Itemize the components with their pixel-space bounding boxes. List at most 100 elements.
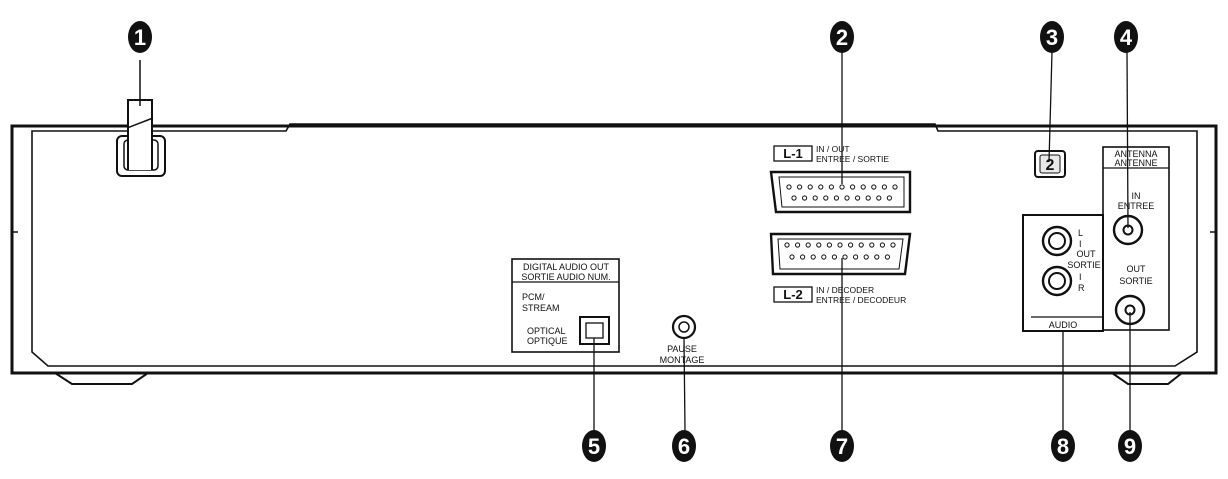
scart-pin <box>828 184 835 190</box>
scart-pin <box>831 254 838 260</box>
scart-pin <box>869 242 875 248</box>
svg-text:8: 8 <box>1057 434 1069 459</box>
callout-markers: 1 2 3 4 5 6 7 8 9 <box>128 21 1142 462</box>
scart-pin <box>786 184 792 190</box>
scart-pin <box>879 242 886 248</box>
scart-pin <box>802 195 808 201</box>
scart-pin <box>848 242 854 248</box>
scart-l1-badge: L-1 <box>773 145 813 162</box>
callout-8: 8 <box>1051 430 1075 462</box>
chassis <box>10 123 1218 385</box>
scart-pin <box>795 242 801 248</box>
callout-3: 3 <box>1040 21 1064 53</box>
antenna-out2: SORTIE <box>1119 276 1152 286</box>
svg-text:2: 2 <box>836 25 848 50</box>
svg-text:5: 5 <box>588 434 600 459</box>
scart-pin <box>818 184 824 190</box>
scart-pin <box>874 254 880 260</box>
scart-pin <box>797 184 803 190</box>
scart-pin <box>805 242 811 248</box>
scart-pin <box>839 184 845 190</box>
digital-title1: DIGITAL AUDIO OUT <box>523 262 610 272</box>
scart-pin <box>858 242 864 248</box>
scart-l1-id: L-1 <box>783 146 803 161</box>
scart-l2-line2: ENTREE / DECODEUR <box>816 295 906 305</box>
scart-pin <box>807 184 813 190</box>
scart-pin <box>850 184 856 190</box>
digital-pcm2: STREAM <box>522 303 560 313</box>
scart-l2-badge: L-2 <box>773 286 813 303</box>
scart-pin <box>800 254 806 260</box>
digital-title2: SORTIE AUDIO NUM. <box>521 272 610 282</box>
callout-2: 2 <box>830 21 854 53</box>
rf-channel-switch: 2 <box>1034 150 1066 178</box>
scart-l1-connector <box>769 170 912 214</box>
antenna-title1: ANTENNA <box>1114 149 1157 159</box>
pause-line1: PAUSE <box>667 344 697 354</box>
scart-pin <box>860 184 866 190</box>
power-cord <box>116 60 166 177</box>
pause-montage-jack: PAUSE MONTAGE <box>660 314 705 365</box>
scart-pin <box>816 242 822 248</box>
scart-pin <box>812 195 818 201</box>
audio-out-block: AUDIO L I OUT SORTIE I R <box>1022 214 1104 332</box>
scart-l1-line2: ENTREE / SORTIE <box>816 154 889 164</box>
digital-opt2: OPTIQUE <box>527 336 568 346</box>
callout-1: 1 <box>128 21 152 53</box>
digital-audio-block: DIGITAL AUDIO OUT SORTIE AUDIO NUM. PCM/… <box>511 258 620 353</box>
audio-r1: I <box>1079 272 1082 282</box>
scart-pin <box>863 254 869 260</box>
svg-text:3: 3 <box>1046 25 1058 50</box>
scart-pin <box>833 195 840 201</box>
callout-9: 9 <box>1118 430 1142 462</box>
scart-pin <box>890 242 896 248</box>
scart-pin <box>837 242 843 248</box>
audio-out2: SORTIE <box>1067 260 1100 270</box>
scart-l1-line1: IN / OUT <box>816 144 850 154</box>
scart-l2-id: L-2 <box>783 287 803 302</box>
scart-pin <box>823 195 829 201</box>
scart-pin <box>892 184 898 190</box>
antenna-title2: ANTENNE <box>1114 158 1157 168</box>
svg-text:9: 9 <box>1124 434 1136 459</box>
scart-pin <box>810 254 816 260</box>
pause-line2: MONTAGE <box>660 355 705 365</box>
scart-pin <box>884 254 891 260</box>
scart-pin <box>886 195 893 201</box>
svg-text:6: 6 <box>678 434 690 459</box>
scart-pin <box>821 254 827 260</box>
callout-4: 4 <box>1114 21 1138 53</box>
scart-pin <box>881 184 888 190</box>
scart-l2-line1: IN / DECODER <box>816 285 874 295</box>
scart-pin <box>784 242 790 248</box>
antenna-in2: ENTREE <box>1118 201 1155 211</box>
digital-pcm1: PCM/ <box>522 292 545 302</box>
audio-out1: OUT <box>1077 249 1097 259</box>
scart-pin <box>876 195 882 201</box>
svg-text:7: 7 <box>836 434 848 459</box>
scart-pin <box>865 195 871 201</box>
leader-lines <box>593 51 1131 431</box>
audio-r2: R <box>1078 283 1085 293</box>
antenna-out1: OUT <box>1127 264 1147 274</box>
callout-5: 5 <box>582 430 606 462</box>
svg-text:4: 4 <box>1120 25 1133 50</box>
audio-label: AUDIO <box>1049 320 1078 330</box>
scart-pin <box>853 254 859 260</box>
scart-l2-connector <box>769 232 912 276</box>
scart-pin <box>844 195 850 201</box>
scart-pin <box>789 254 795 260</box>
callout-7: 7 <box>830 430 854 462</box>
audio-l: L <box>1078 228 1083 238</box>
scart-pin <box>855 195 861 201</box>
callout-6: 6 <box>672 430 696 462</box>
scart-pin <box>842 254 848 260</box>
scart-pin <box>871 184 877 190</box>
audio-l2: I <box>1079 239 1082 249</box>
svg-text:1: 1 <box>134 25 146 50</box>
scart-pin <box>791 195 797 201</box>
rf-channel-value: 2 <box>1046 157 1055 174</box>
digital-opt1: OPTICAL <box>527 326 566 336</box>
